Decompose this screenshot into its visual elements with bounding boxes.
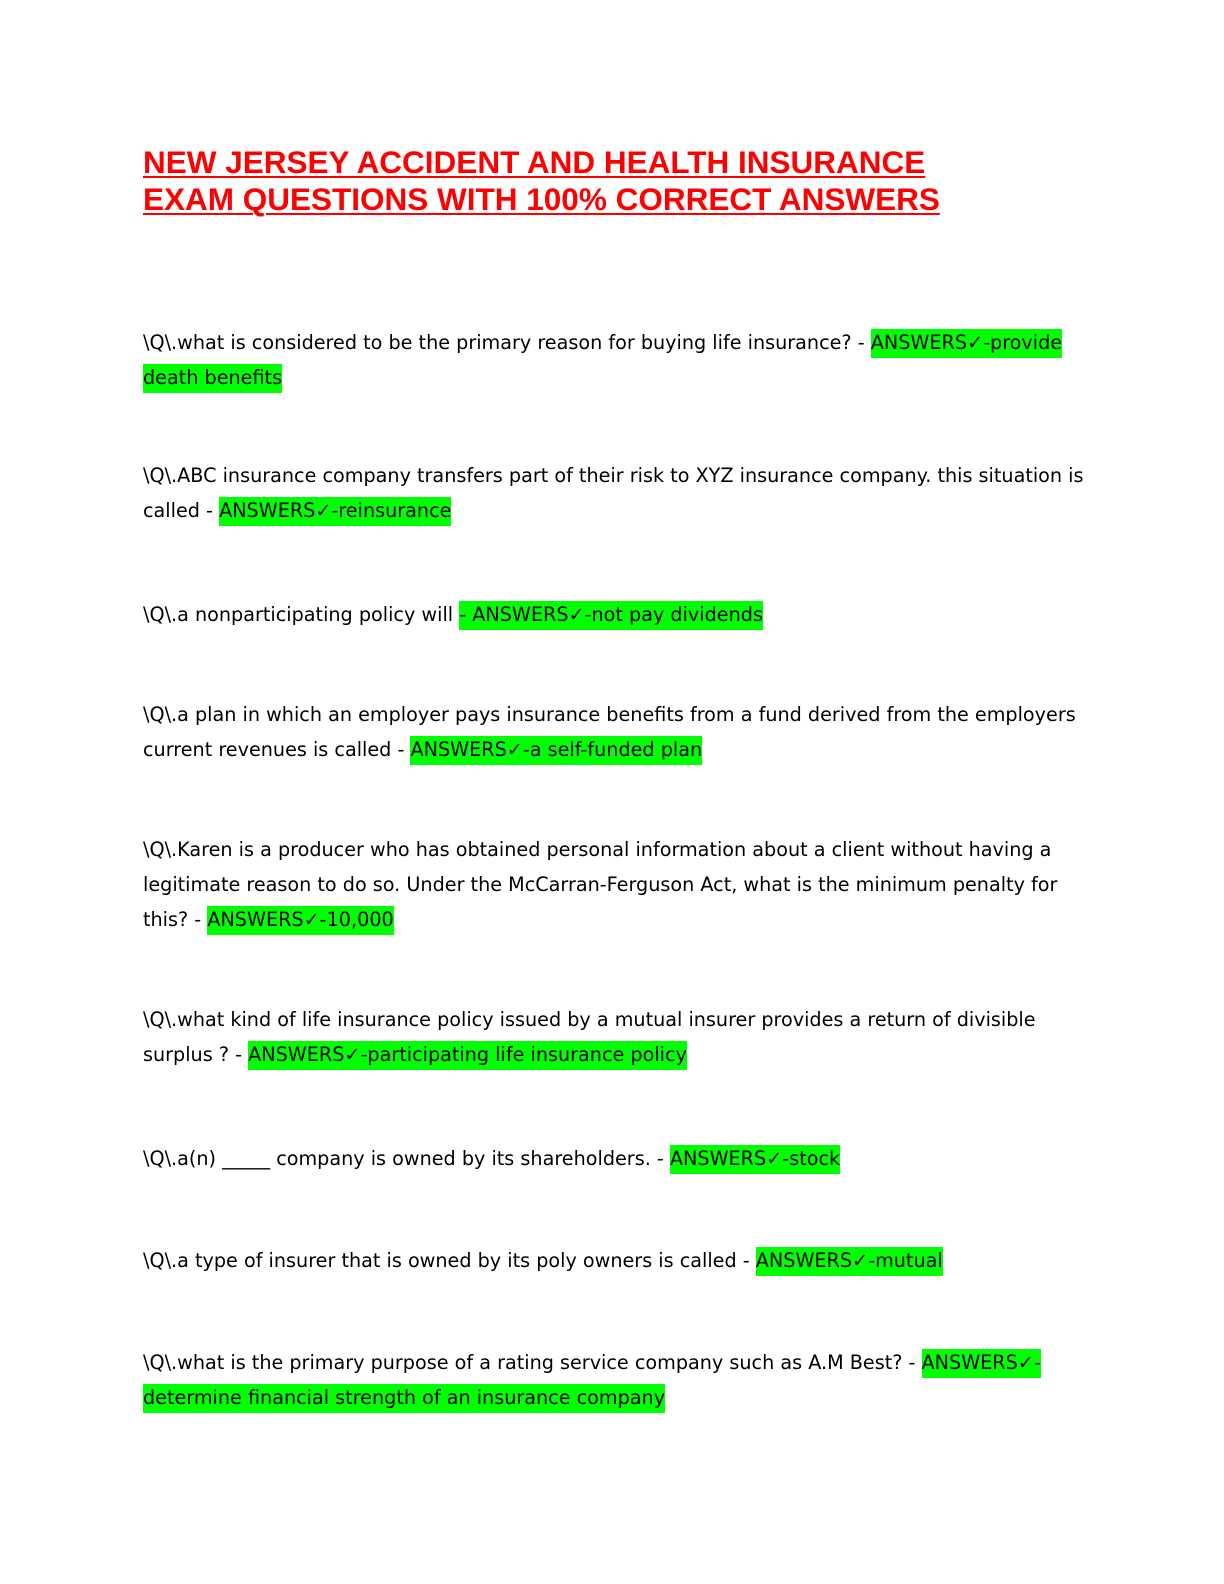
answer-highlight: ANSWERS✓-reinsurance [219,497,452,526]
document-title: NEW JERSEY ACCIDENT AND HEALTH INSURANCE… [143,144,1083,218]
question-text: \Q\.what is considered to be the primary… [143,331,871,354]
qa-item-3: \Q\.a nonparticipating policy will - ANS… [143,597,1088,632]
qa-item-6: \Q\.what kind of life insurance policy i… [143,1002,1088,1072]
question-text: \Q\.a type of insurer that is owned by i… [143,1249,756,1272]
title-line-2: EXAM QUESTIONS WITH 100% CORRECT ANSWERS [143,181,940,217]
title-line-1: NEW JERSEY ACCIDENT AND HEALTH INSURANCE [143,144,926,180]
qa-item-4: \Q\.a plan in which an employer pays ins… [143,697,1088,767]
question-text: \Q\.a nonparticipating policy will [143,603,460,626]
qa-item-2: \Q\.ABC insurance company transfers part… [143,458,1088,528]
question-text: \Q\.ABC insurance company transfers part… [143,464,1084,522]
question-text: \Q\.a(n) _____ company is owned by its s… [143,1147,670,1170]
answer-highlight: ANSWERS✓-10,000 [207,906,394,935]
qa-item-7: \Q\.a(n) _____ company is owned by its s… [143,1141,1088,1176]
qa-item-9: \Q\.what is the primary purpose of a rat… [143,1345,1088,1415]
question-text: \Q\.what is the primary purpose of a rat… [143,1351,922,1374]
qa-item-5: \Q\.Karen is a producer who has obtained… [143,832,1088,937]
answer-highlight: ANSWERS✓-a self-funded plan [410,736,703,765]
answer-highlight: ANSWERS✓-mutual [755,1247,943,1276]
question-text: \Q\.a plan in which an employer pays ins… [143,703,1076,761]
answer-highlight: ANSWERS✓-stock [669,1145,841,1174]
qa-item-8: \Q\.a type of insurer that is owned by i… [143,1243,1088,1278]
question-text: \Q\.Karen is a producer who has obtained… [143,838,1058,931]
answer-highlight: - ANSWERS✓-not pay dividends [459,601,763,630]
question-text: \Q\.what kind of life insurance policy i… [143,1008,1036,1066]
qa-item-1: \Q\.what is considered to be the primary… [143,325,1088,395]
answer-highlight: ANSWERS✓-participating life insurance po… [248,1041,687,1070]
